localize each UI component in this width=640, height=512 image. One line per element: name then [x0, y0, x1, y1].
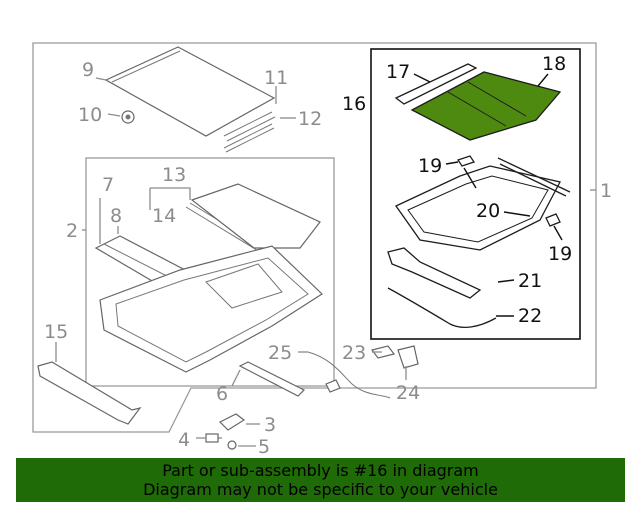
- part-6-trim-strip: [238, 361, 306, 397]
- callout-15: 15: [44, 321, 68, 343]
- callout-6: 6: [216, 383, 228, 405]
- part-20-frame: [395, 165, 561, 251]
- part-19-guide-upper: [456, 155, 476, 167]
- callout-4: 4: [178, 429, 190, 451]
- subassembly-16-box: [370, 48, 581, 340]
- callout-20: 20: [476, 200, 500, 222]
- part-11-moulding: [223, 111, 276, 142]
- part-5-washer: [227, 440, 237, 450]
- footer-line-2: Diagram may not be specific to your vehi…: [143, 480, 498, 499]
- part-24-bracket: [397, 345, 419, 369]
- headliner-detail: [205, 263, 283, 309]
- callout-3: 3: [264, 414, 276, 436]
- callout-24: 24: [396, 382, 420, 404]
- subassembly-2-box: [85, 157, 335, 387]
- callout-9: 9: [82, 59, 94, 81]
- part-20-frame-inner: [407, 175, 549, 243]
- part-21-rail-assembly: [387, 247, 482, 299]
- callout-7: 7: [102, 174, 114, 196]
- part-10-clip: [121, 110, 135, 124]
- part-12-moulding: [223, 123, 275, 153]
- callout-22: 22: [518, 305, 542, 327]
- callout-8: 8: [110, 205, 122, 227]
- part-18-glass-panel: [410, 71, 562, 141]
- part-23-clip: [370, 345, 396, 359]
- callout-19-lower: 19: [548, 243, 572, 265]
- part-18-glass-divider: [447, 81, 527, 127]
- part-14-rear-panel: [190, 183, 321, 249]
- callout-23: 23: [342, 342, 366, 364]
- footer-notice: Part or sub-assembly is #16 in diagram D…: [16, 458, 625, 502]
- assembly-outline: [32, 42, 597, 433]
- callout-21: 21: [518, 270, 542, 292]
- callout-17: 17: [386, 61, 410, 83]
- leader-lines-dark: [413, 73, 563, 317]
- headliner-inner: [115, 257, 309, 363]
- callout-1: 1: [600, 180, 612, 202]
- part-15-side-panel: [37, 361, 142, 425]
- callout-19-upper: 19: [418, 155, 442, 177]
- part-4-screw: [205, 433, 222, 443]
- part-3-bracket: [218, 413, 246, 431]
- leader-lines-gray: [55, 77, 596, 447]
- callout-25: 25: [268, 342, 292, 364]
- part-17-glass-seal: [394, 63, 478, 105]
- part-25-bracket: [325, 379, 341, 393]
- callout-2: 2: [66, 220, 78, 242]
- callout-12: 12: [298, 108, 322, 130]
- callout-11: 11: [264, 67, 288, 89]
- part-22-cable: [387, 287, 497, 329]
- callout-16: 16: [342, 93, 366, 115]
- part-20-rail: [497, 157, 571, 197]
- footer-line-1: Part or sub-assembly is #16 in diagram: [162, 461, 479, 480]
- callout-10: 10: [78, 104, 102, 126]
- callout-5: 5: [258, 436, 270, 458]
- part-9-roof-panel: [104, 46, 276, 137]
- callout-18: 18: [542, 53, 566, 75]
- callout-14: 14: [152, 205, 176, 227]
- part-9-roof-edge: [111, 50, 181, 83]
- headliner-frame: [99, 245, 323, 373]
- part-25-drain-hose: [307, 351, 391, 399]
- part-19-guide-lower: [545, 213, 561, 227]
- callout-13: 13: [162, 164, 186, 186]
